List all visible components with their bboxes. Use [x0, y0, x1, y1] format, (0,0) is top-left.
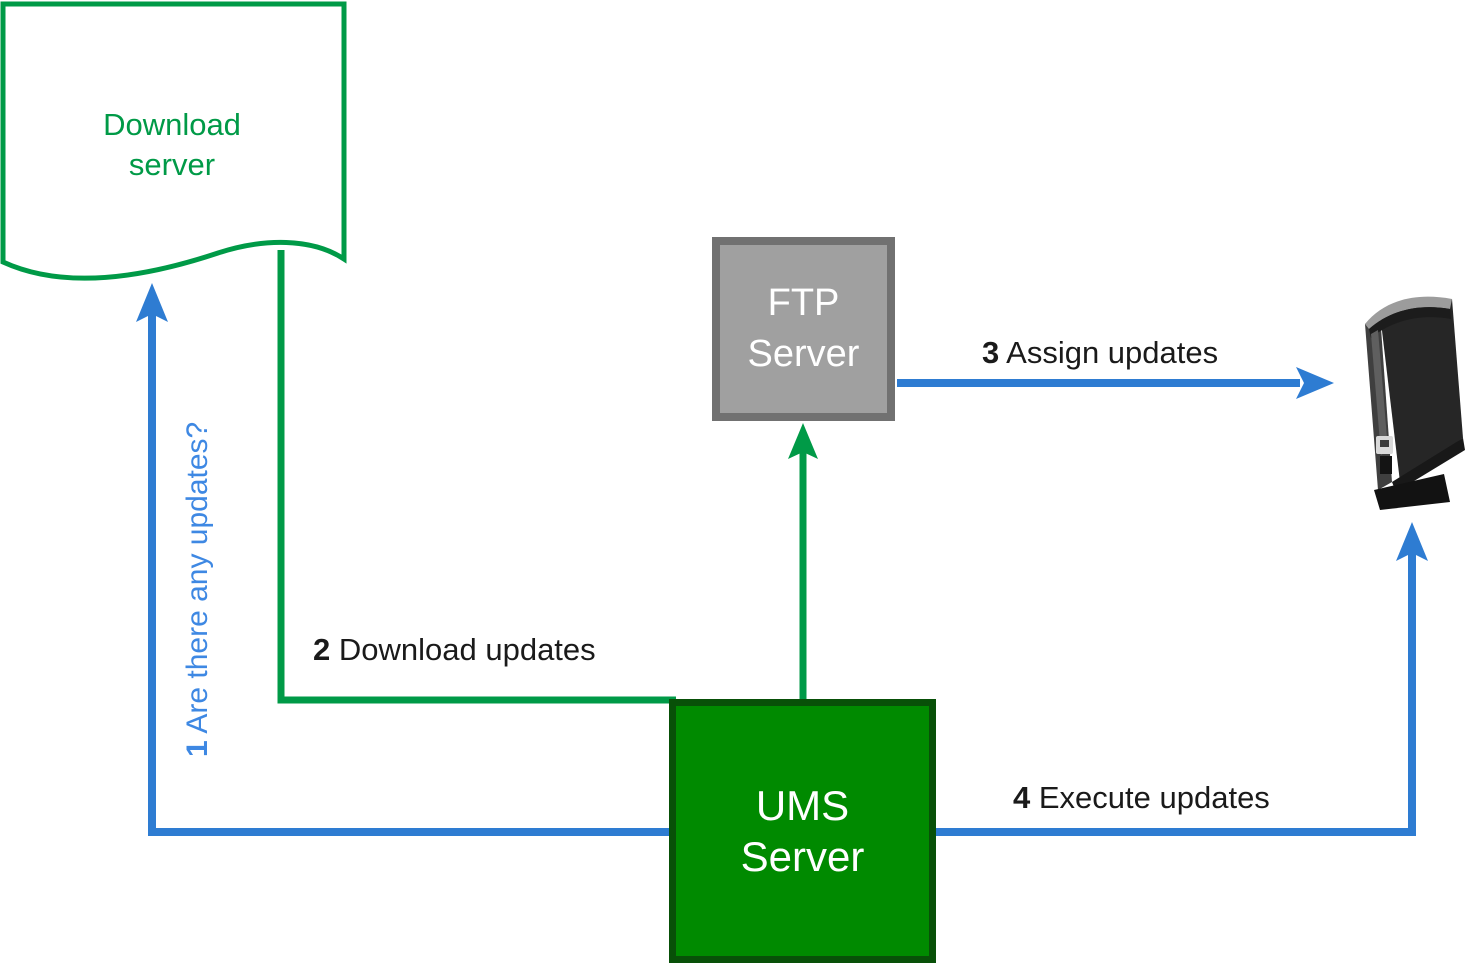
device-stand — [1374, 474, 1450, 510]
step3-text: Assign updates — [999, 335, 1219, 370]
ftp-server-label-line1: FTP — [767, 281, 840, 324]
step4-arrowhead-up-icon — [1396, 522, 1428, 561]
step3-number: 3 — [982, 335, 1000, 370]
ums-server-label-line1: UMS — [755, 781, 850, 829]
step1-number: 1 — [181, 740, 214, 757]
step2-number: 2 — [313, 632, 331, 667]
step2-text: Download updates — [330, 632, 596, 667]
download-server-document-shape — [0, 1, 347, 281]
ums-server-label-line2: Server — [740, 833, 865, 880]
ftp-server-box: FTP Server — [712, 237, 895, 421]
ftp-server-label-line2: Server — [747, 333, 860, 375]
step2-connector-line — [277, 250, 676, 704]
step1-text: Are there any updates? — [181, 421, 214, 741]
step2-label: 2 Download updates — [313, 632, 596, 668]
device-bottom-edge — [1392, 438, 1465, 492]
step4-number: 4 — [1013, 780, 1031, 815]
device-front-vent — [1380, 456, 1392, 474]
ums-server-box: UMS Server — [669, 699, 936, 963]
device-side-face — [1380, 299, 1463, 482]
download-server-label-line2: server — [128, 147, 216, 183]
step3-label: 3 Assign updates — [982, 335, 1218, 371]
download-server-label-line1: Download — [103, 107, 241, 142]
device-top-cap — [1365, 296, 1452, 329]
step1-label: 1 Are there any updates? — [181, 385, 217, 757]
step4-text: Execute updates — [1030, 780, 1270, 815]
thin-client-device — [1365, 296, 1465, 510]
ums-to-ftp-arrowhead-up-icon — [788, 423, 818, 459]
step1-arrowhead-up-icon — [136, 283, 168, 322]
step3-arrowhead-right-icon — [1296, 367, 1334, 399]
device-front-highlight — [1371, 330, 1388, 455]
device-top-lip — [1369, 307, 1451, 338]
download-server-label: Download server — [39, 105, 305, 186]
step4-label: 4 Execute updates — [1013, 780, 1270, 816]
device-logo-mark — [1380, 440, 1389, 447]
